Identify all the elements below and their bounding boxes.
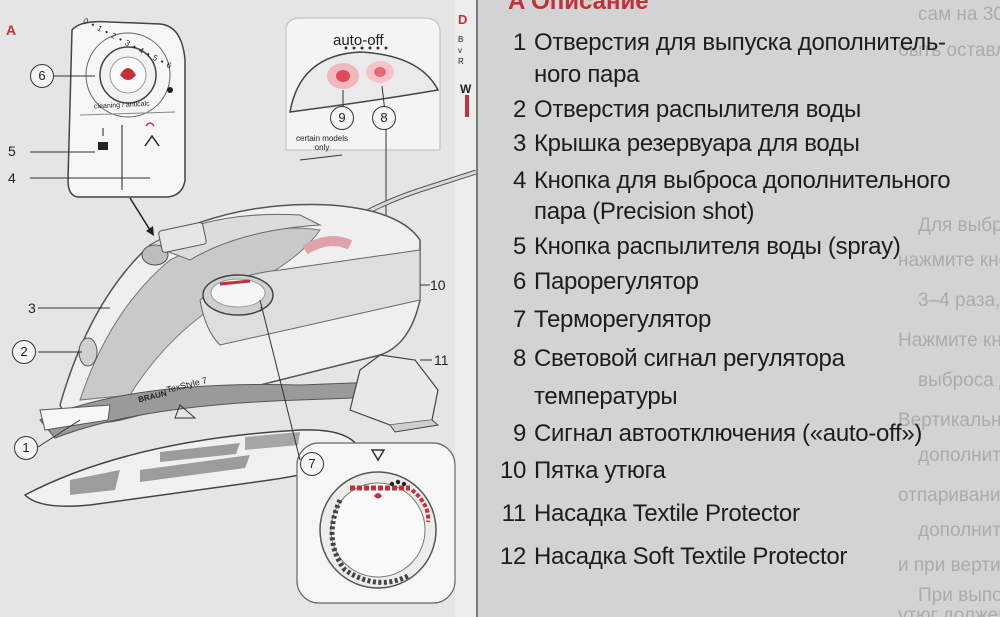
iron-diagram: • •: [23, 0, 476, 617]
section-letter: A: [6, 22, 17, 38]
item-number: 5: [512, 233, 526, 260]
item-text: Терморегулятор: [534, 306, 711, 333]
item-text: Парорегулятор: [534, 268, 699, 295]
show-through-line: Нажмите кнопку: [898, 330, 1000, 351]
side-text-fragment: B v R: [458, 35, 464, 66]
show-through-line: быть оставлен: [898, 40, 1000, 61]
show-through-line: Вертикальный выброс: [898, 410, 1000, 431]
show-through-line: Для выброса дополнительного: [918, 215, 1000, 236]
description-item: 4 Кнопка для выброса дополнительного: [478, 167, 951, 195]
callout-1: 1: [14, 436, 38, 460]
description-item: 12 Насадка Soft Textile Protector: [478, 543, 847, 571]
show-through-line: дополнительного пара: [918, 445, 1000, 466]
description-item: 10 Пятка утюга: [478, 457, 666, 485]
item-text-continuation: пара (Precision shot): [534, 198, 755, 225]
auto-off-label: auto-off: [333, 32, 384, 49]
description-item: 9 Сигнал автоотключения («auto-off»): [478, 420, 922, 448]
callout-2: 2: [12, 340, 36, 364]
item-text: Кнопка для выброса дополнительного: [534, 167, 951, 194]
item-text: Кнопка распылителя воды (spray): [534, 233, 901, 260]
description-item: 8 Световой сигнал регулятора: [478, 345, 845, 373]
show-through-line: 3–4 раза, чтобы активировать: [918, 290, 1000, 311]
item-text: Крышка резервуара для воды: [534, 130, 860, 157]
show-through-line: отпаривания портьер: [898, 485, 1000, 506]
page-gutter: [476, 0, 478, 617]
callout-5: 5: [8, 143, 16, 159]
callout-11: 11: [434, 352, 449, 368]
show-through-line: нажмите кнопку выброса пара: [898, 250, 1000, 271]
callout-3: 3: [28, 300, 36, 316]
item-text: Пятка утюга: [534, 457, 666, 484]
item-text: Насадка Textile Protector: [534, 500, 800, 527]
item-number: 10: [499, 457, 526, 484]
show-through-line: При выполнении: [918, 585, 1000, 606]
callout-4: 4: [8, 170, 16, 186]
item-number: 8: [512, 345, 526, 372]
description-item: 5 Кнопка распылителя воды (spray): [478, 233, 901, 261]
callout-10: 10: [430, 277, 446, 293]
item-number: 9: [512, 420, 526, 447]
certain-models-note: certain models only: [296, 134, 349, 152]
item-text-continuation: ного пара: [534, 61, 640, 88]
show-through-line: дополнительного: [918, 520, 1000, 541]
show-through-line: выброса дополнительного пара: [918, 370, 1000, 391]
next-section-letter: D: [458, 12, 468, 27]
item-text: Сигнал автоотключения («auto-off»): [534, 420, 923, 447]
item-number: 2: [512, 96, 526, 123]
callout-9: 9: [330, 106, 354, 130]
item-text: Световой сигнал регулятора: [534, 345, 845, 372]
svg-text:• •: • •: [258, 306, 265, 312]
textile-protector: [349, 354, 440, 433]
show-through-line: и при вертикальном: [898, 555, 1000, 576]
description-item: 6 Парорегулятор: [478, 268, 699, 296]
soleplate: [23, 429, 361, 507]
item-number: 7: [512, 306, 526, 333]
control-panel-inset: [67, 20, 186, 198]
description-item: 7 Терморегулятор: [478, 306, 711, 334]
callout-7: 7: [300, 452, 324, 476]
callout-8: 8: [372, 106, 396, 130]
item-number: 4: [512, 167, 526, 194]
description-item: 11 Насадка Textile Protector: [478, 500, 800, 528]
section-title: A Описание: [508, 0, 649, 15]
item-number: 3: [512, 130, 526, 157]
side-heading-fragment: W: [460, 82, 472, 96]
illustration-page: A: [0, 0, 476, 617]
item-number: 1: [512, 29, 526, 56]
auto-off-inset: [285, 17, 441, 151]
item-text-continuation: температуры: [534, 383, 678, 410]
item-text: Отверстия для выпуска дополнитель-: [534, 29, 946, 56]
callout-6: 6: [30, 64, 54, 88]
item-text: Отверстия распылителя воды: [534, 96, 861, 123]
description-item: 2 Отверстия распылителя воды: [478, 96, 861, 124]
item-number: 6: [512, 268, 526, 295]
iron-body: [39, 203, 433, 439]
show-through-line: сам на 30 секунд: [918, 4, 1000, 25]
show-through-line: утюг должен: [898, 605, 1000, 617]
description-item: 1 Отверстия для выпуска дополнитель-: [478, 29, 946, 57]
item-text: Насадка Soft Textile Protector: [534, 543, 848, 570]
item-number: 11: [501, 500, 527, 527]
thermostat-inset: [296, 442, 456, 604]
description-page: сам на 30 секунд быть оставленДля выброса…: [478, 0, 1000, 617]
item-number: 12: [499, 543, 526, 570]
description-item: 3 Крышка резервуара для воды: [478, 130, 860, 158]
